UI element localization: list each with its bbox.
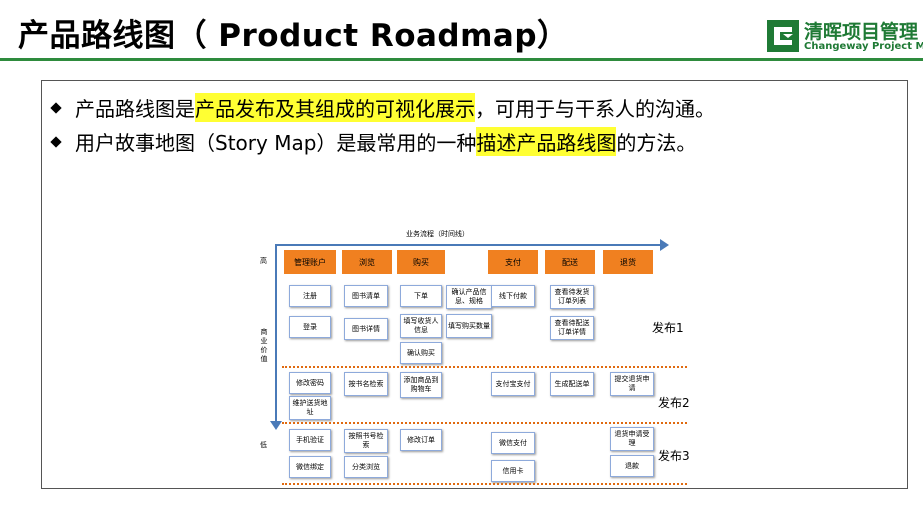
story-card: 手机验证	[289, 429, 331, 451]
slide-title: 产品路线图（ Product Roadmap）	[18, 18, 569, 54]
diamond-bullet-icon	[50, 101, 62, 114]
y-axis-label: 商业价值	[260, 328, 268, 363]
story-card: 确认产品信息、规格	[446, 285, 492, 309]
epic-account: 管理账户	[284, 250, 336, 274]
bullet-highlight: 描述产品路线图	[476, 127, 617, 156]
logo-mark-icon	[767, 20, 799, 52]
story-card: 查看待发货订单列表	[550, 285, 594, 309]
x-axis-label: 业务流程（时间线）	[406, 230, 469, 238]
logo-text-en: Changeway Project Management	[804, 41, 923, 52]
story-card: 图书详情	[344, 318, 388, 340]
release-label: 发布2	[658, 396, 690, 410]
story-card: 退货申请受理	[610, 427, 654, 451]
release-separator	[282, 422, 687, 424]
bullet-text-pre: 用户故事地图（Story Map）是最常用的一种	[75, 131, 477, 155]
story-card: 查看待配送订单详情	[550, 316, 594, 340]
epic-browse: 浏览	[342, 250, 392, 274]
story-card: 图书清单	[344, 285, 388, 307]
story-card: 线下付款	[491, 285, 535, 307]
x-axis-line	[275, 244, 661, 246]
story-card: 分类浏览	[344, 456, 388, 478]
bullet-text-post: 的方法。	[616, 131, 697, 155]
content-frame: 产品路线图是产品发布及其组成的可视化展示，可用于与干系人的沟通。 用户故事地图（…	[41, 80, 908, 489]
story-card: 提交退货申请	[610, 372, 654, 396]
story-card: 微信支付	[491, 432, 535, 454]
story-map-diagram: 业务流程（时间线） 高 低 商业价值 管理账户 浏览 购买 支付 配送 退货 注…	[254, 222, 690, 487]
bullet-item-2: 用户故事地图（Story Map）是最常用的一种描述产品路线图的方法。	[50, 127, 697, 156]
story-card: 填写购买数量	[446, 314, 492, 338]
epic-ship: 配送	[545, 250, 595, 274]
story-card: 维护送货地址	[289, 396, 331, 420]
epic-pay: 支付	[488, 250, 538, 274]
bullet-text-pre: 产品路线图是	[75, 97, 195, 121]
story-card: 按照书号检索	[344, 429, 388, 453]
story-card: 填写收货人信息	[400, 314, 442, 338]
release-separator	[282, 483, 687, 485]
y-axis-arrow-icon	[270, 421, 282, 430]
story-card: 添加商品到购物车	[400, 372, 442, 398]
story-card: 退款	[610, 455, 654, 477]
slide-header: 产品路线图（ Product Roadmap） 清晖项目管理 Changeway…	[0, 0, 923, 62]
release-separator	[282, 366, 687, 368]
company-logo: 清晖项目管理 Changeway Project Management	[766, 17, 923, 57]
epic-buy: 购买	[397, 250, 445, 274]
story-card: 微信绑定	[289, 456, 331, 478]
logo-text-cn: 清晖项目管理	[804, 21, 919, 43]
bullet-text-post: ，可用于与干系人的沟通。	[475, 97, 715, 121]
story-card: 修改密码	[289, 372, 331, 394]
story-card: 修改订单	[400, 429, 442, 451]
diamond-bullet-icon	[50, 135, 62, 148]
y-axis-line	[275, 244, 277, 422]
story-card: 支付宝支付	[491, 372, 535, 396]
story-card: 登录	[289, 316, 331, 338]
story-card: 按书名检索	[344, 372, 388, 396]
x-axis-arrow-icon	[660, 239, 669, 251]
story-card: 生成配送单	[550, 372, 594, 396]
story-card: 下单	[400, 285, 442, 307]
bullet-highlight: 产品发布及其组成的可视化展示	[195, 93, 475, 122]
release-label: 发布3	[658, 449, 690, 463]
epic-return: 退货	[603, 250, 653, 274]
release-label: 发布1	[652, 321, 684, 335]
y-axis-low: 低	[260, 441, 267, 449]
bullet-item-1: 产品路线图是产品发布及其组成的可视化展示，可用于与干系人的沟通。	[50, 93, 715, 122]
story-card: 信用卡	[491, 460, 535, 482]
y-axis-high: 高	[260, 257, 267, 265]
story-card: 注册	[289, 285, 331, 307]
story-card: 确认购买	[400, 342, 442, 364]
header-divider	[0, 58, 923, 61]
